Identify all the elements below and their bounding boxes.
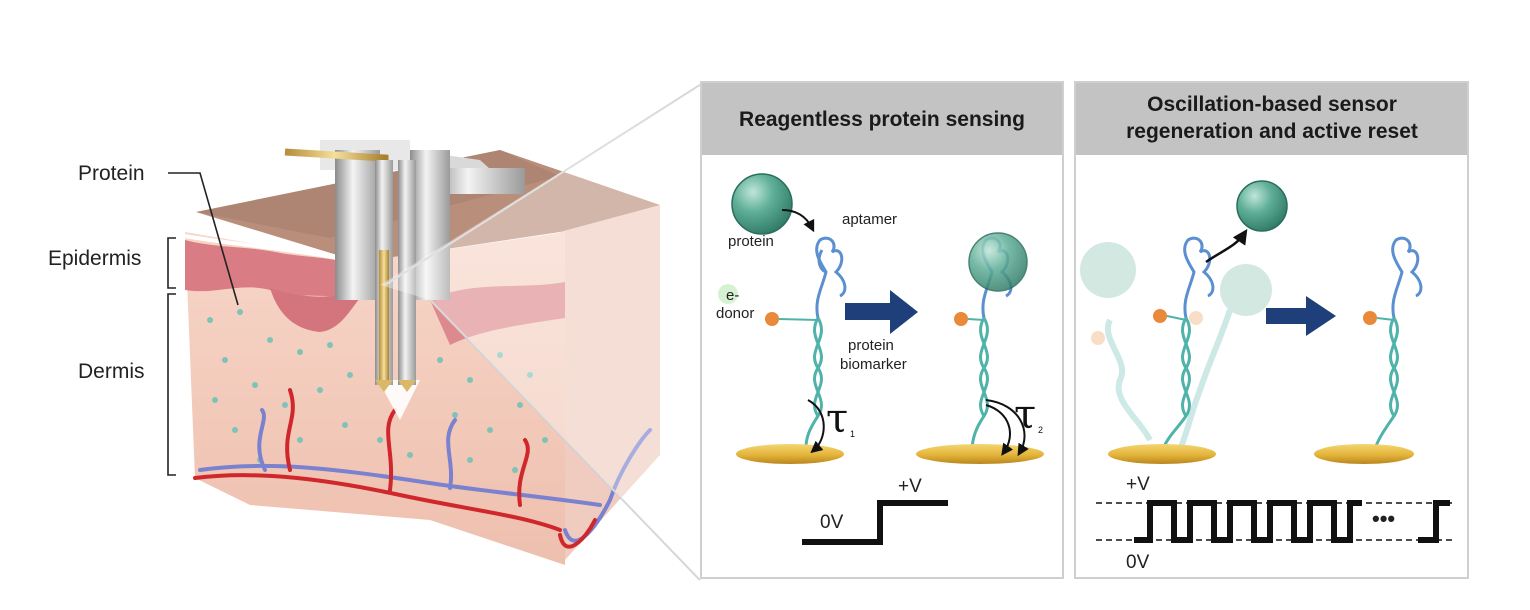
protein-ball-3 <box>1236 180 1288 232</box>
voltage-step <box>802 500 948 545</box>
donor-1 <box>765 312 779 326</box>
skin-side-face <box>560 205 660 560</box>
aptamer-1 <box>815 236 847 319</box>
dna-strand-4 <box>1372 317 1399 453</box>
electrode-3 <box>1108 444 1216 464</box>
donor-3 <box>1153 309 1167 323</box>
label-biomarker-1: protein <box>848 337 894 354</box>
dna-strand-2 <box>970 317 989 453</box>
tau2-symbol: τ <box>1014 392 1036 438</box>
label-biomarker-2: biomarker <box>840 356 907 373</box>
label-0v-wave: 0V <box>1126 552 1150 573</box>
panel2-header <box>1076 83 1467 155</box>
dna-strand-1 <box>804 317 823 453</box>
tau2-arrow-b <box>985 399 1029 457</box>
release-arrow <box>1205 229 1248 264</box>
reset-arrow <box>1266 296 1336 336</box>
label-e-donor-2: donor <box>716 305 754 322</box>
dermis-bracket <box>167 293 176 476</box>
label-plusv-step: +V <box>898 476 922 497</box>
skin-illustration <box>184 140 660 565</box>
tau2-arrow-a <box>985 404 1014 456</box>
microneedle-device <box>284 140 525 392</box>
protein-leader-line <box>168 172 239 306</box>
panel2-title-line2: regeneration and active reset <box>1126 120 1418 143</box>
tau1-symbol: τ <box>826 396 848 442</box>
layer-labels: Protein Epidermis Dermis <box>48 162 239 476</box>
wave-ellipsis: ••• <box>1372 506 1395 531</box>
label-protein: Protein <box>78 162 145 185</box>
tau1-subscript: 1 <box>850 429 855 439</box>
label-epidermis: Epidermis <box>48 247 141 270</box>
label-aptamer: aptamer <box>842 211 897 228</box>
blood-vessels <box>193 388 652 549</box>
label-e-donor-1: e- <box>726 287 739 304</box>
dna-strand-3 <box>1160 317 1191 453</box>
label-dermis: Dermis <box>78 360 145 383</box>
donor-2 <box>954 312 968 326</box>
tau2-subscript: 2 <box>1038 425 1043 435</box>
label-protein-small: protein <box>728 233 774 250</box>
protein-dots <box>207 309 548 473</box>
panel-oscillation-reset: Oscillation-based sensor regeneration an… <box>1074 81 1469 579</box>
electrode-4 <box>1314 444 1414 464</box>
panel2-title-line1: Oscillation-based sensor <box>1147 93 1397 116</box>
electrode-2 <box>916 444 1044 464</box>
zoom-callout-lines <box>384 84 701 581</box>
aptamer-3 <box>1183 236 1215 319</box>
label-0v-step: 0V <box>820 512 844 533</box>
transition-arrow <box>845 290 918 334</box>
panel1-title: Reagentless protein sensing <box>739 108 1025 131</box>
protein-ball-1 <box>731 173 793 235</box>
aptamer-4 <box>1391 236 1423 319</box>
panel-reagentless-sensing: Reagentless protein sensing protein apta… <box>700 81 1064 579</box>
protein-ball-2 <box>968 232 1028 292</box>
electrode-1 <box>736 444 844 464</box>
square-wave <box>1134 500 1362 543</box>
label-plusv-wave: +V <box>1126 474 1150 495</box>
donor-4 <box>1363 311 1377 325</box>
panel1-header <box>702 83 1062 155</box>
epidermis-bracket <box>167 237 176 289</box>
tau1-arrow <box>807 399 825 454</box>
motion-ghosts <box>1080 242 1272 452</box>
binding-arrow <box>781 209 815 233</box>
epidermis-layer <box>185 240 360 300</box>
square-wave-end <box>1418 500 1450 543</box>
